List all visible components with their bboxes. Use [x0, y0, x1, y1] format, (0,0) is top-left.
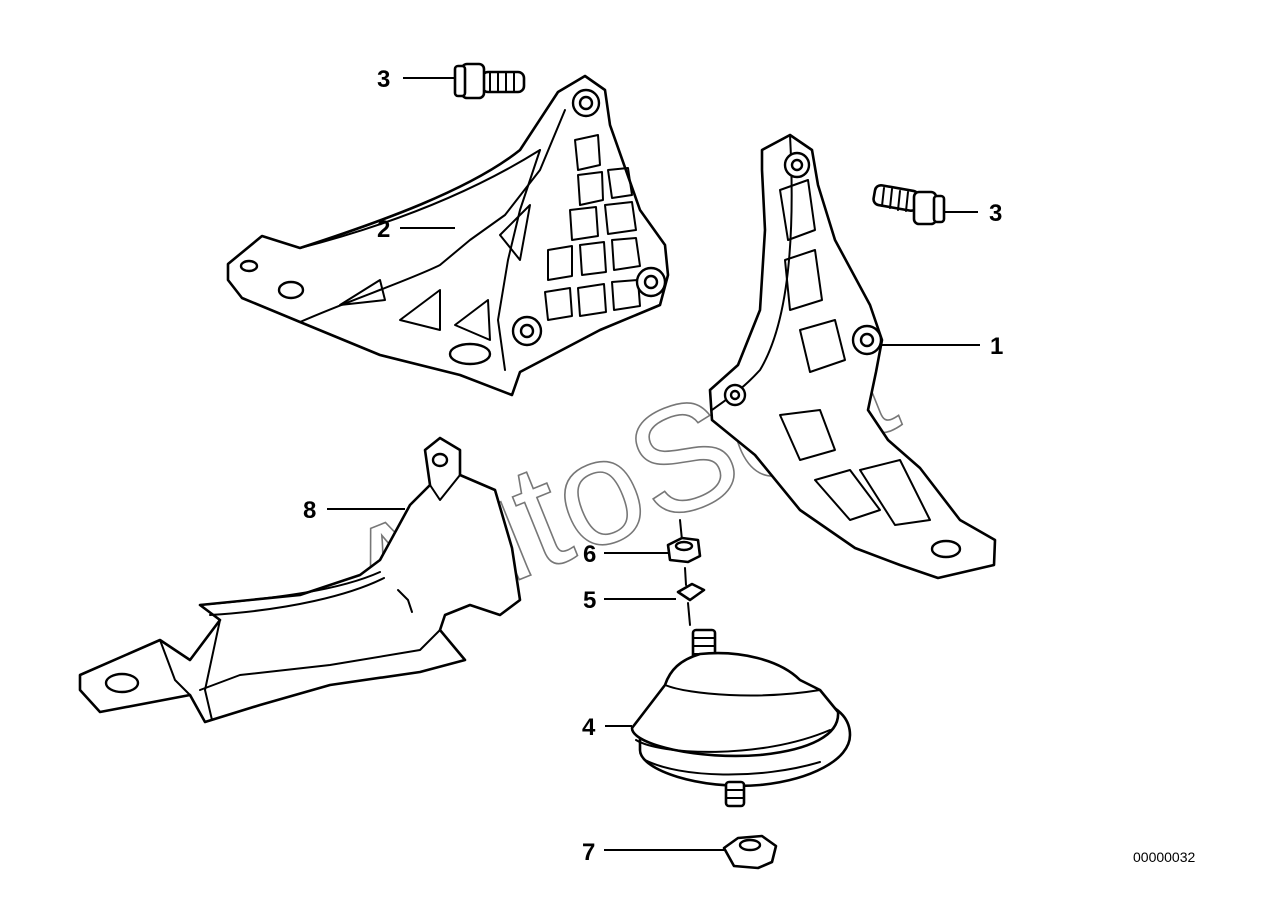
engine-mount-part[interactable]	[630, 628, 852, 808]
bolt-upper-part[interactable]	[453, 62, 526, 100]
callout-6[interactable]: 6	[583, 541, 596, 568]
heat-shield-part[interactable]	[78, 436, 522, 724]
bracket-upper-left-part[interactable]	[226, 74, 670, 397]
callout-3-right[interactable]: 3	[989, 200, 1002, 227]
callout-7[interactable]: 7	[582, 839, 595, 866]
callout-1[interactable]: 1	[990, 333, 1003, 360]
callout-8[interactable]: 8	[303, 497, 316, 524]
bracket-right-part[interactable]	[708, 133, 997, 580]
callout-5[interactable]: 5	[583, 587, 596, 614]
lower-nut-part[interactable]	[722, 834, 778, 870]
bolt-right-part[interactable]	[872, 183, 946, 226]
diagram-reference-number: 00000032	[1133, 849, 1196, 865]
callout-3-upper[interactable]: 3	[377, 66, 390, 93]
nut-part[interactable]	[666, 519, 702, 564]
callout-2[interactable]: 2	[377, 216, 390, 243]
washer-part[interactable]	[676, 567, 706, 626]
callout-4[interactable]: 4	[582, 714, 596, 741]
